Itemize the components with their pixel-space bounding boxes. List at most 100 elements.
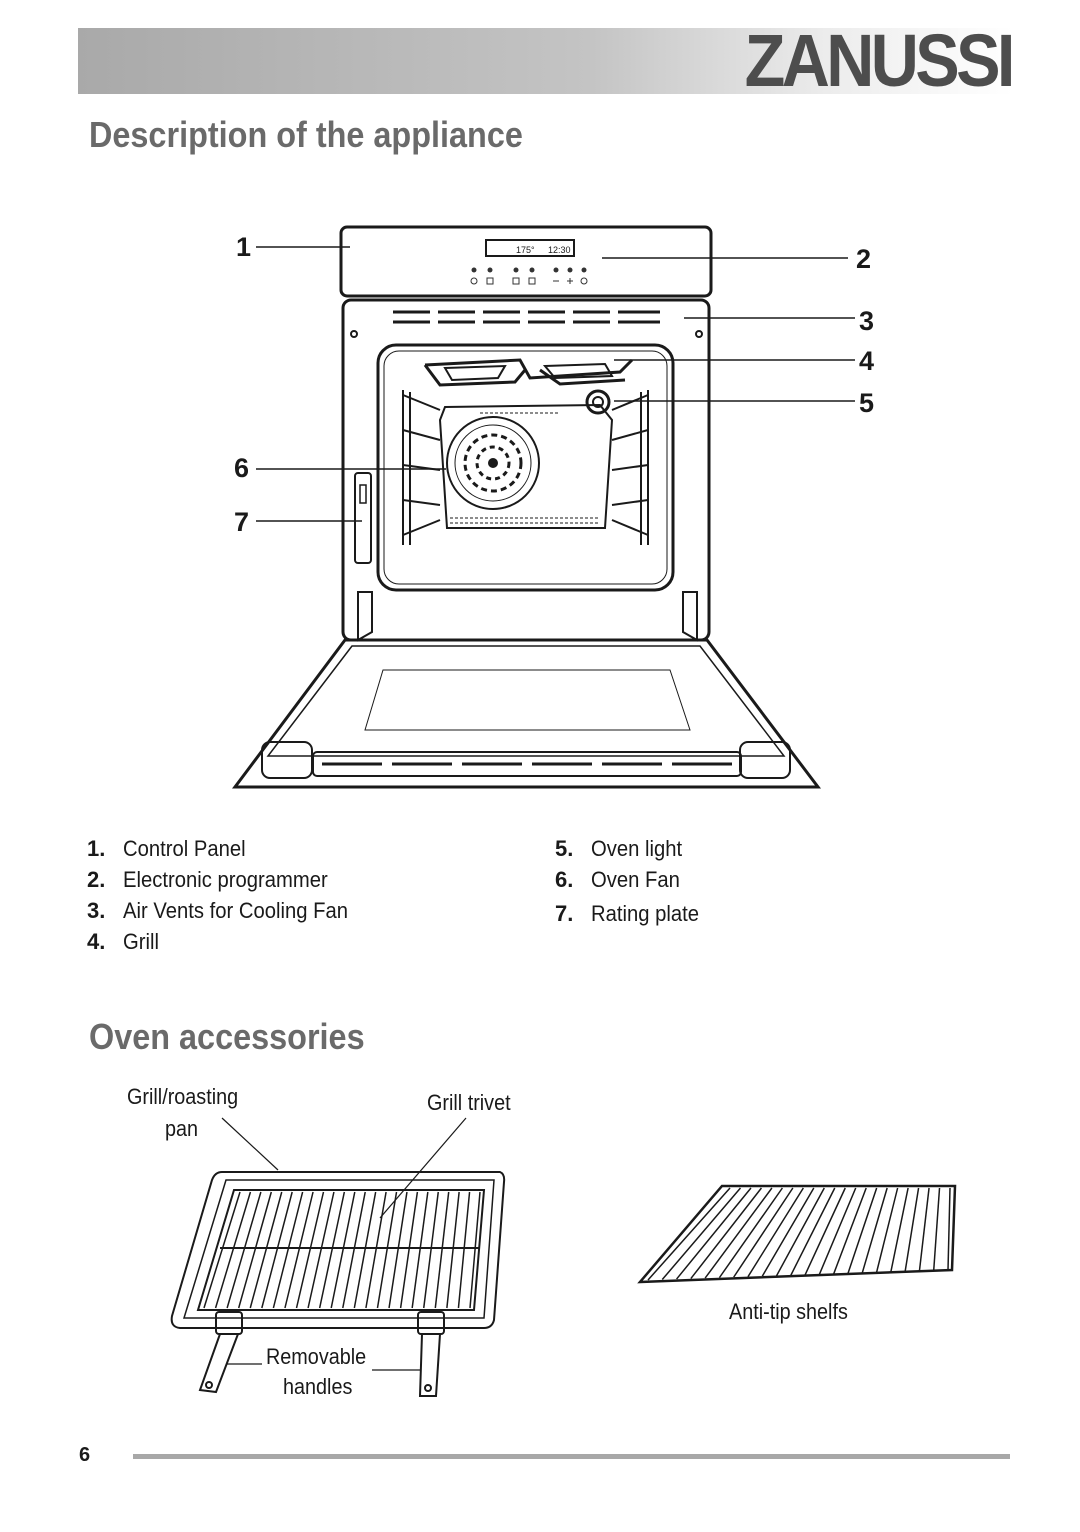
- legend-number: 4.: [87, 929, 106, 954]
- legend-label: Control Panel: [123, 836, 246, 861]
- trivet-bar: [434, 1191, 450, 1309]
- legend-number: 3.: [87, 898, 106, 923]
- accessory-leaders: [221, 1117, 467, 1371]
- legend-label: Electronic programmer: [123, 867, 328, 892]
- trivet-bars: [203, 1191, 481, 1309]
- shelf-bar: [904, 1187, 920, 1272]
- legend-item: 7. Rating plate: [555, 898, 708, 929]
- shelf-bar: [804, 1187, 846, 1276]
- trivet-bar: [318, 1191, 346, 1309]
- air-vents: [393, 310, 660, 324]
- control-panel: [339, 225, 713, 298]
- legend-label: Oven Fan: [591, 867, 680, 892]
- shelf-bar: [661, 1187, 742, 1281]
- grill-element: [423, 358, 634, 387]
- callout-leaders: [256, 246, 855, 522]
- label-roasting-pan-2: pan: [165, 1116, 199, 1141]
- shelf-bar: [675, 1187, 752, 1280]
- shelf-bar: [761, 1187, 815, 1277]
- shelf-bar: [875, 1187, 899, 1273]
- grill-trivet: [196, 1189, 486, 1311]
- trivet-bar: [249, 1191, 283, 1309]
- shelf-bar: [747, 1187, 804, 1278]
- shelf-bar: [690, 1187, 763, 1280]
- page-number: 6: [79, 1444, 91, 1466]
- header-bar: [78, 28, 1013, 94]
- shelf-bar: [890, 1187, 909, 1273]
- label-roasting-pan-1: Grill/roasting: [127, 1084, 239, 1109]
- legend-label: Air Vents for Cooling Fan: [123, 898, 349, 923]
- shelf-bar: [861, 1187, 888, 1274]
- trivet-bar: [353, 1191, 377, 1309]
- legend-item: 1. Control Panel: [87, 833, 368, 864]
- shelf-bar: [718, 1187, 783, 1279]
- section-title-accessories: Oven accessories: [89, 1016, 365, 1057]
- legend-right: 5. Oven light 6. Oven Fan 7. Rating plate: [555, 833, 708, 929]
- callout-4: 4: [859, 346, 875, 376]
- shelf-bars: [647, 1187, 951, 1281]
- trivet-bar: [295, 1191, 325, 1309]
- control-buttons: [471, 267, 587, 273]
- section-title-appliance: Description of the appliance: [89, 114, 523, 155]
- trivet-bar: [446, 1191, 460, 1309]
- legend-label: Grill: [123, 929, 159, 954]
- label-removable-2: handles: [283, 1374, 353, 1399]
- trivet-bar: [284, 1191, 314, 1309]
- trivet-bar: [376, 1191, 398, 1309]
- vent-holes-bottom: [450, 517, 600, 524]
- shelf-bar: [775, 1187, 825, 1277]
- trivet-bar: [214, 1191, 252, 1309]
- legend-number: 5.: [555, 836, 574, 861]
- roasting-pan: [170, 1171, 506, 1329]
- trivet-bar: [272, 1191, 304, 1309]
- display-time: 12:30: [548, 245, 571, 255]
- shelf-bar: [647, 1187, 731, 1281]
- shelf-support-right: [611, 390, 649, 545]
- trivet-bar: [388, 1191, 408, 1309]
- callout-7: 7: [234, 507, 250, 537]
- trivet-bar: [365, 1191, 387, 1309]
- shelf-bar: [947, 1187, 951, 1271]
- brand-logo: ZANUSSI: [744, 19, 1016, 102]
- trivet-bar: [307, 1191, 335, 1309]
- legend-item: 2.Electronic programmer: [87, 864, 368, 895]
- legend-item: 4. Grill: [87, 926, 368, 957]
- shelf-bar: [790, 1187, 836, 1276]
- trivet-bar: [203, 1191, 241, 1309]
- shelf-bar: [918, 1187, 930, 1272]
- legend-number: 6.: [555, 867, 574, 892]
- legend-item: 5. Oven light: [555, 833, 708, 864]
- removable-handle-left: [198, 1311, 243, 1394]
- oven-cavity: [376, 343, 675, 592]
- legend-item: 3. Air Vents for Cooling Fan: [87, 895, 368, 926]
- trivet-bar: [399, 1191, 419, 1309]
- legend-item: 6. Oven Fan: [555, 864, 708, 895]
- shelf-bar: [932, 1187, 941, 1271]
- oven-light: [585, 389, 611, 415]
- legend-label: Oven light: [591, 836, 683, 861]
- shelf-bar: [733, 1187, 794, 1278]
- legend-label: Rating plate: [591, 901, 700, 926]
- footer-rule: [133, 1454, 1010, 1459]
- trivet-bar: [422, 1191, 440, 1309]
- removable-handle-right: [417, 1311, 445, 1397]
- oven-fan: [446, 416, 540, 510]
- legend-number: 7.: [555, 901, 574, 926]
- trivet-bar: [469, 1191, 481, 1309]
- door-glass: [364, 669, 691, 731]
- programmer-display: [485, 239, 575, 257]
- trivet-bar: [330, 1191, 356, 1309]
- label-grill-trivet: Grill trivet: [427, 1090, 511, 1115]
- trivet-bar: [237, 1191, 273, 1309]
- trivet-bar: [411, 1191, 429, 1309]
- label-anti-tip-shelf: Anti-tip shelfs: [729, 1299, 848, 1324]
- callout-5: 5: [859, 388, 875, 418]
- shelf-bar: [704, 1187, 773, 1279]
- trivet-bar: [226, 1191, 262, 1309]
- label-removable-1: Removable: [266, 1344, 367, 1369]
- legend-number: 1.: [87, 836, 106, 861]
- control-symbols: [470, 277, 588, 285]
- callout-6: 6: [234, 453, 250, 483]
